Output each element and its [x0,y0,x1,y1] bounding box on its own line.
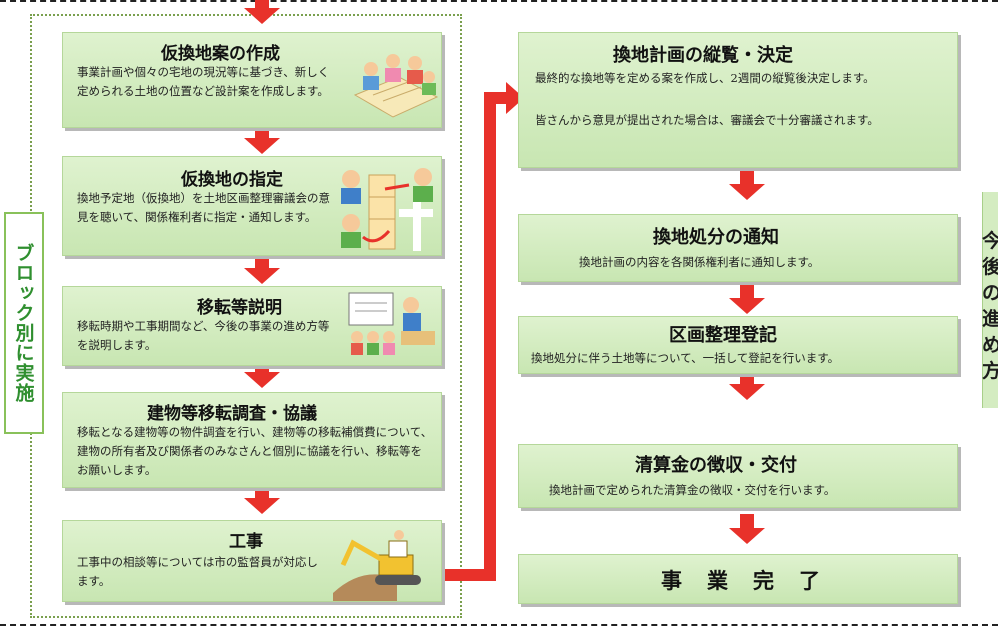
meeting-people-icon [353,54,439,118]
step-title: 移転等説明 [197,298,282,318]
down-arrow-icon [244,124,280,154]
step-title: 区画整理登記 [669,325,777,346]
step-title: 仮換地の指定 [181,170,283,190]
future-steps-label: 今 後 の 進 め 方 [982,230,998,382]
down-arrow-icon [729,514,765,544]
step-description: 事業計画や個々の宅地の現況等に基づき、新しく定められる土地の位置など設計案を作成… [77,65,330,98]
step-building-survey: 建物等移転調査・協議 移転となる建物等の物件調査を行い、建物等の移転補償費につい… [62,392,442,488]
explanation-meeting-icon [348,292,435,355]
step-title: 事 業 完 了 [661,569,822,593]
step-description: 換地計画で定められた清算金の徴収・交付を行います。 [549,483,836,497]
step-readjustment-registration: 区画整理登記 換地処分に伴う土地等について、一括して登記を行います。 [518,316,958,374]
down-arrow-icon [729,370,765,400]
step-construction: 工事 工事中の相談等については市の監督員が対応します。 [62,520,442,602]
step-project-completion: 事 業 完 了 [518,554,958,604]
down-arrow-icon [729,170,765,200]
step-description: 換地計画の内容を各関係権利者に通知します。 [579,255,820,269]
step-description: 換地処分に伴う土地等について、一括して登記を行います。 [531,351,840,365]
step-provisional-plan: 仮換地案の作成 事業計画や個々の宅地の現況等に基づき、新しく定められる土地の位置… [62,32,442,128]
step-title: 清算金の徴収・交付 [635,455,797,476]
step-replot-disposition-notice: 換地処分の通知 換地計画の内容を各関係権利者に通知します。 [518,214,958,282]
step-description-note: 皆さんから意見が提出された場合は、審議会で十分審議されます。 [535,113,879,127]
future-steps-strip [982,192,998,408]
step-title: 換地処分の通知 [653,227,779,248]
step-title: 建物等移転調査・協議 [147,404,317,424]
step-description: 換地予定地（仮換地）を土地区画整理審議会の意見を聴いて、関係権利者に指定・通知し… [77,191,330,224]
step-description: 移転時期や工事期間など、今後の事業の進め方等を説明します。 [77,319,330,352]
step-provisional-designation: 仮換地の指定 換地予定地（仮換地）を土地区画整理審議会の意見を聴いて、関係権利者… [62,156,442,256]
excavator-icon [333,530,421,601]
down-arrow-icon [729,284,765,314]
down-arrow-icon [244,484,280,514]
connector-line [436,92,510,581]
bottom-dashed-border [0,624,998,626]
land-exchange-icon [341,168,433,251]
step-replot-plan-inspection: 換地計画の縦覧・決定 最終的な換地等を定める案を作成し、2週間の縦覧後決定します… [518,32,958,168]
step-title: 工事 [229,532,263,552]
step-relocation-explanation: 移転等説明 移転時期や工事期間など、今後の事業の進め方等を説明します。 [62,286,442,366]
step-title: 仮換地案の作成 [161,44,280,64]
step-description: 工事中の相談等については市の監督員が対応します。 [77,555,318,588]
block-implementation-label: ブロック別に実施 [4,212,44,434]
entry-arrow-icon [244,0,280,24]
step-title: 換地計画の縦覧・決定 [613,45,793,66]
step-description: 移転となる建物等の物件調査を行い、建物等の移転補償費について、建物の所有者及び関… [77,425,433,477]
step-settlement-collection: 清算金の徴収・交付 換地計画で定められた清算金の徴収・交付を行います。 [518,444,958,508]
step-description: 最終的な換地等を定める案を作成し、2週間の縦覧後決定します。 [535,71,875,85]
top-dashed-border [0,0,998,2]
down-arrow-icon [244,254,280,284]
